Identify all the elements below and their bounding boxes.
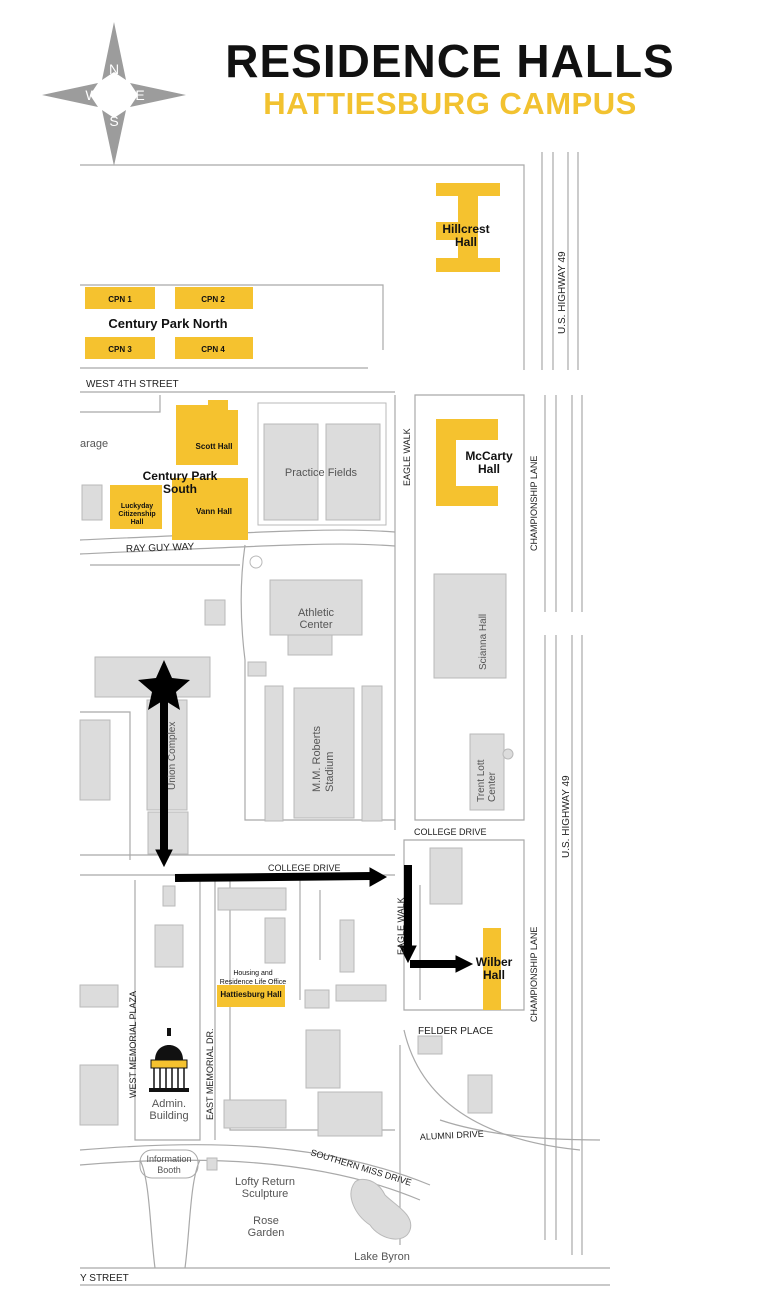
label-cpn2: CPN 2	[201, 295, 225, 304]
wilber-hall-shape	[483, 928, 501, 1010]
label-ray-guy: RAY GUY WAY	[126, 542, 195, 555]
compass-w: W	[85, 87, 99, 103]
label-championship-lower: CHAMPIONSHIP LANE	[529, 927, 539, 1022]
admin-dome-icon	[149, 1028, 189, 1092]
label-college-drive-upper: COLLEGE DRIVE	[414, 827, 487, 837]
scott-hall-shape	[176, 400, 238, 465]
road-network	[79, 152, 610, 1286]
compass-rose-icon: N S E W	[42, 22, 186, 166]
label-east-memorial: EAST MEMORIAL DR.	[205, 1028, 215, 1120]
label-highway-upper: U.S. HIGHWAY 49	[557, 251, 568, 334]
label-felder: FELDER PLACE	[418, 1026, 493, 1037]
cpn2-shape	[175, 287, 253, 309]
label-scott: Scott Hall	[196, 442, 233, 451]
mccarty-hall-shape	[436, 419, 498, 506]
compass-n: N	[109, 61, 119, 77]
page-subtitle: HATTIESBURG CAMPUS	[263, 86, 637, 121]
label-eagle-walk-upper: EAGLE WALK	[402, 428, 412, 486]
label-trent-lott: Trent LottCenter	[476, 759, 498, 802]
label-west-memorial: WEST MEMORIAL PLAZA	[128, 991, 138, 1098]
label-championship-upper: CHAMPIONSHIP LANE	[529, 456, 539, 551]
cpn3-shape	[85, 337, 155, 359]
label-highway-lower: U.S. HIGHWAY 49	[561, 775, 572, 858]
compass-e: E	[135, 87, 144, 103]
label-vann: Vann Hall	[196, 507, 232, 516]
hillcrest-hall-shape	[436, 183, 500, 272]
info-booth-outline	[139, 1149, 199, 1179]
vann-hall-shape	[172, 478, 248, 540]
route-arrows	[155, 700, 474, 973]
label-cpn3: CPN 3	[108, 345, 132, 354]
luckyday-hall-shape	[110, 485, 162, 529]
residence-hall-shapes	[85, 183, 501, 1010]
cpn1-shape	[85, 287, 155, 309]
label-college-drive-lower: COLLEGE DRIVE	[268, 863, 341, 873]
label-alumni: ALUMNI DRIVE	[420, 1129, 484, 1142]
label-union: Union Complex	[167, 722, 178, 790]
label-admin: Admin.Building	[149, 1098, 188, 1122]
hattiesburg-hall-shape	[217, 985, 285, 1007]
label-garage: arage	[80, 438, 108, 450]
cpn4-shape	[175, 337, 253, 359]
lake-byron	[350, 1178, 412, 1240]
label-cpn4: CPN 4	[201, 345, 225, 354]
label-hattiesburg: Hattiesburg Hall	[220, 990, 281, 999]
label-cpn1: CPN 1	[108, 295, 132, 304]
label-lake: Lake Byron	[354, 1251, 410, 1263]
compass-s: S	[109, 113, 118, 129]
label-century-park-north: Century Park North	[108, 316, 227, 331]
label-scianna: Scianna Hall	[478, 614, 489, 670]
label-stadium: M.M. RobertsStadium	[311, 725, 336, 792]
label-practice-fields: Practice Fields	[285, 467, 358, 479]
start-star-icon	[138, 660, 190, 710]
label-eagle-walk-lower: EAGLE WALK	[396, 897, 406, 955]
label-hardy: Y STREET	[80, 1273, 129, 1284]
label-west-4th: WEST 4TH STREET	[86, 379, 179, 390]
page-title: RESIDENCE HALLS	[225, 35, 675, 87]
